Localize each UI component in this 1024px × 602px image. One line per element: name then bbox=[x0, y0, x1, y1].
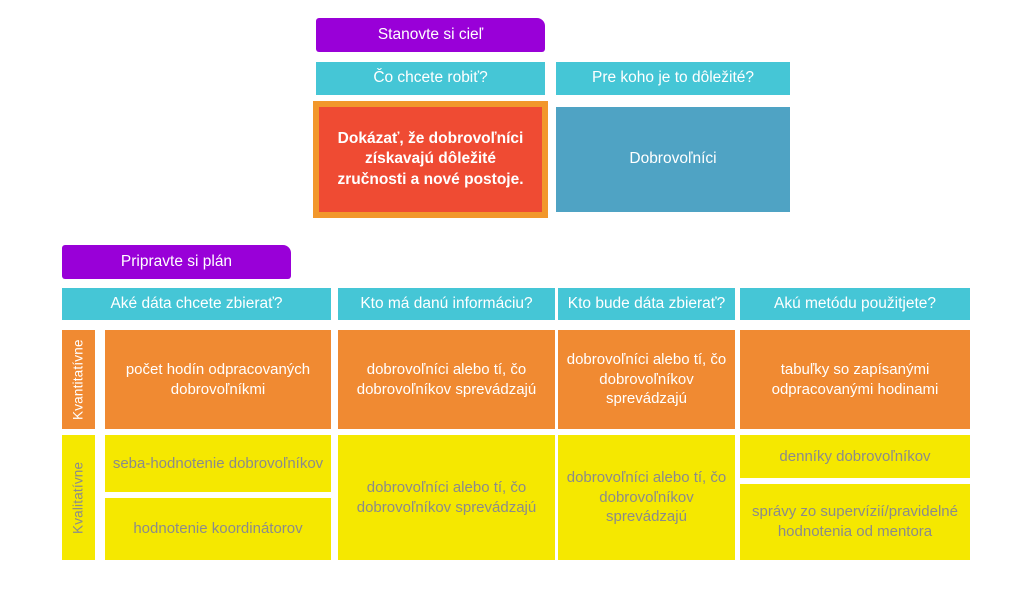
cell-r1c2: dobrovoľníci alebo tí, čo dobrovoľníkov … bbox=[338, 330, 555, 429]
goal-column-header-who: Pre koho je to dôležité? bbox=[556, 62, 790, 95]
goal-section-heading: Stanovte si cieľ bbox=[316, 18, 545, 52]
plan-header-col-4: Akú metódu použitjete? bbox=[740, 288, 970, 320]
plan-section-heading: Pripravte si plán bbox=[62, 245, 291, 279]
cell-r1c1: počet hodín odpracovaných dobrovoľníkmi bbox=[105, 330, 331, 429]
goal-column-header-what: Čo chcete robiť? bbox=[316, 62, 545, 95]
cell-r1c4: tabuľky so zapísanými odpracovanými hodi… bbox=[740, 330, 970, 429]
cell-r2c1-item1: seba-hodnotenie dobrovoľníkov bbox=[105, 435, 331, 492]
cell-r1c3: dobrovoľníci alebo tí, čo dobrovoľníkov … bbox=[558, 330, 735, 429]
row-label-kvantitativne: Kvantitatívne bbox=[62, 330, 95, 429]
plan-header-col-3: Kto bude dáta zbierať? bbox=[558, 288, 735, 320]
row-label-kvalitativne: Kvalitatívne bbox=[62, 435, 95, 560]
cell-r2c4-item1: denníky dobrovoľníkov bbox=[740, 435, 970, 478]
cell-r2c2: dobrovoľníci alebo tí, čo dobrovoľníkov … bbox=[338, 435, 555, 560]
goal-statement-box: Dokázať, že dobrovoľníci získavajú dôlež… bbox=[313, 101, 548, 218]
cell-r2c3: dobrovoľníci alebo tí, čo dobrovoľníkov … bbox=[558, 435, 735, 560]
plan-header-col-2: Kto má danú informáciu? bbox=[338, 288, 555, 320]
cell-r2c1-item2: hodnotenie koordinátorov bbox=[105, 498, 331, 560]
cell-r2c4-item2: správy zo supervízií/pravidelné hodnoten… bbox=[740, 484, 970, 560]
plan-header-col-1: Aké dáta chcete zbierať? bbox=[62, 288, 331, 320]
goal-audience-box: Dobrovoľníci bbox=[556, 107, 790, 212]
